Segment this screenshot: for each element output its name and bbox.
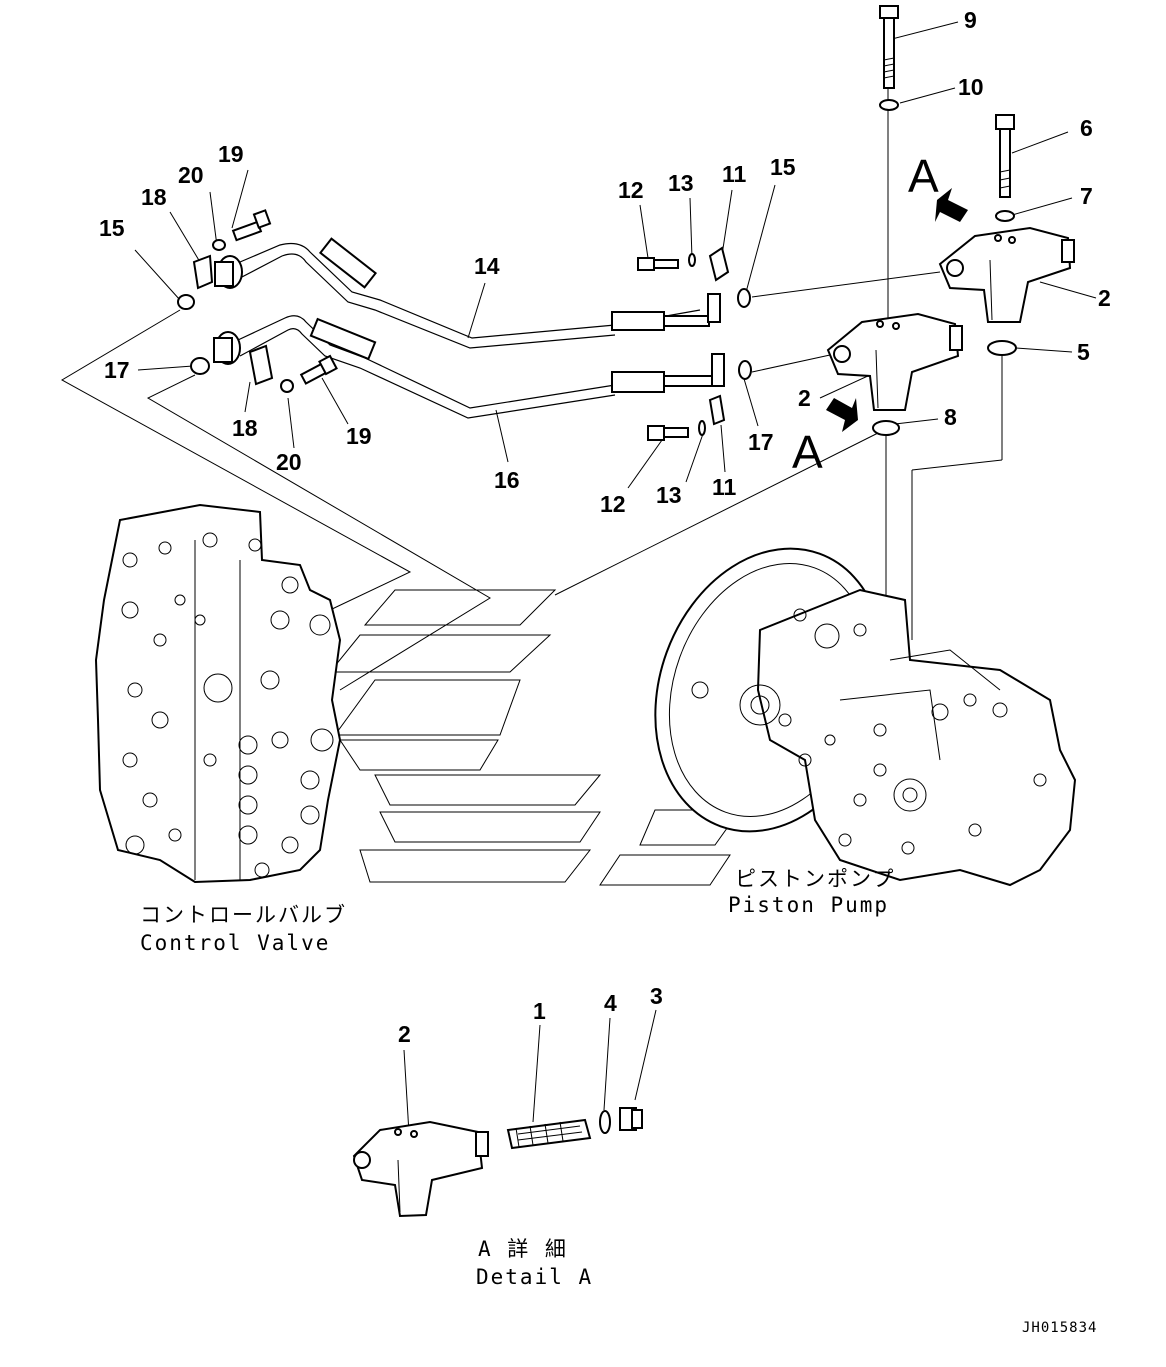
callout-15-left: 15 <box>99 215 125 241</box>
callout-2-detail: 2 <box>398 1021 411 1047</box>
o-ring-5-icon <box>987 340 1017 356</box>
callout-11-upper: 11 <box>722 161 747 187</box>
callout-4: 4 <box>604 990 617 1016</box>
leader-lines <box>134 21 1097 1151</box>
callout-2-upper: 2 <box>1098 285 1111 311</box>
view-arrow-left-icon <box>826 398 858 432</box>
callout-15-right: 15 <box>770 154 796 180</box>
piston-pump-label-jp: ピストンポンプ <box>735 867 895 891</box>
control-valve-label-en: Control Valve <box>140 931 330 955</box>
bolt-6-icon <box>995 114 1015 198</box>
valve-block-2-upper-icon <box>938 226 1075 323</box>
callout-11-lower: 11 <box>712 474 737 500</box>
callout-20-lower: 20 <box>276 449 302 475</box>
callout-8: 8 <box>944 404 957 430</box>
detail-label-jp: A 詳 細 <box>478 1237 568 1261</box>
callout-19-upper: 19 <box>218 141 244 167</box>
detail-label-en: Detail A <box>476 1265 593 1289</box>
view-mark-top: A <box>908 150 939 202</box>
callout-13-upper: 13 <box>668 170 694 196</box>
control-valve-label-jp: コントロールバルブ <box>140 903 347 927</box>
callout-2-middle: 2 <box>798 385 811 411</box>
spool-1-icon <box>506 1118 592 1150</box>
control-valve-icon <box>94 503 342 884</box>
callout-12-lower: 12 <box>600 491 626 517</box>
callout-3: 3 <box>650 983 663 1009</box>
valve-block-2-detail-icon <box>352 1120 489 1218</box>
callout-10: 10 <box>958 74 984 100</box>
callout-7: 7 <box>1080 183 1093 209</box>
callout-5: 5 <box>1077 339 1090 365</box>
callout-16: 16 <box>494 467 520 493</box>
callout-17-right: 17 <box>748 429 774 455</box>
o-ring-4-icon <box>599 1110 611 1134</box>
drawing-id: JH015834 <box>1022 1320 1097 1336</box>
plug-3-icon <box>619 1107 643 1131</box>
bolt-9-icon <box>879 5 899 89</box>
o-ring-8-icon <box>872 420 900 436</box>
callout-19-lower: 19 <box>346 423 372 449</box>
callout-12-upper: 12 <box>618 177 644 203</box>
callouts: 9 10 6 7 2 5 2 8 19 20 18 15 14 12 13 11… <box>99 7 1111 1047</box>
fittings-upper-icon <box>177 209 751 310</box>
callout-14: 14 <box>474 253 500 279</box>
view-arrow-top-icon <box>935 188 968 222</box>
callout-20-upper: 20 <box>178 162 204 188</box>
washer-7-icon <box>995 210 1015 222</box>
callout-18-lower: 18 <box>232 415 258 441</box>
hose-16-icon <box>213 315 725 419</box>
washer-10-icon <box>879 99 899 111</box>
view-mark-left: A <box>792 426 823 478</box>
callout-17-left: 17 <box>104 357 130 383</box>
fittings-lower-icon <box>190 344 752 441</box>
piston-pump-label-en: Piston Pump <box>728 893 889 917</box>
callout-13-lower: 13 <box>656 482 682 508</box>
callout-1: 1 <box>533 998 546 1024</box>
callout-18-upper: 18 <box>141 184 167 210</box>
valve-block-2-middle-icon <box>826 312 963 411</box>
hose-14-icon <box>214 237 721 349</box>
watermark-stripes <box>328 589 861 886</box>
callout-9: 9 <box>964 7 977 33</box>
piston-pump-icon <box>654 547 1077 887</box>
callout-6: 6 <box>1080 115 1093 141</box>
